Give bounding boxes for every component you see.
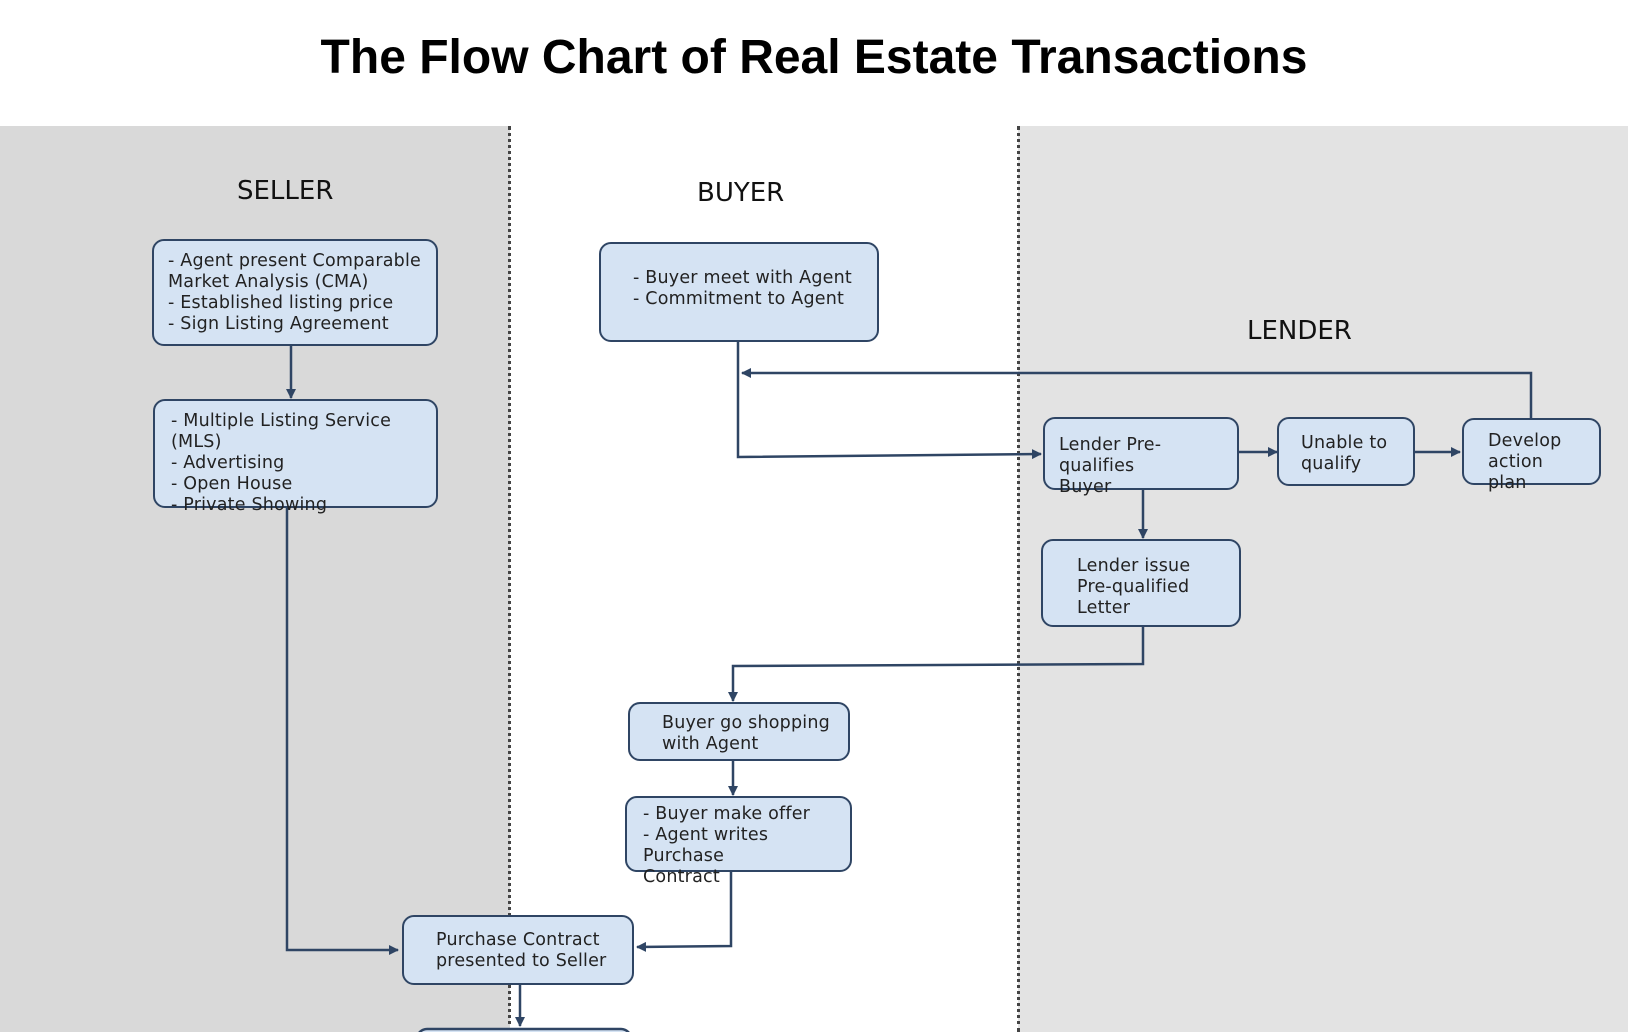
seller-cma-box: - Agent present Comparable Market Analys…	[152, 239, 438, 346]
purchase-contract-box: Purchase Contract presented to Seller	[402, 915, 634, 985]
buyer-lender-divider	[1017, 126, 1020, 1032]
lender-unable-box: Unable to qualify	[1277, 417, 1415, 486]
buyer-lane-label: BUYER	[697, 178, 785, 208]
buyer-shopping-box: Buyer go shopping with Agent	[628, 702, 850, 761]
arrow-plan-to-buyer	[741, 368, 1533, 418]
lender-prequalify-box: Lender Pre-qualifies Buyer	[1043, 417, 1239, 497]
arrow-letter-to-shopping	[728, 627, 1145, 702]
lender-lane-label: LENDER	[1247, 316, 1352, 346]
arrow-meet-to-prequalify	[736, 342, 1042, 460]
buyer-offer-box: - Buyer make offer - Agent writes Purcha…	[625, 796, 852, 887]
lender-letter-box: Lender issue Pre-qualified Letter	[1041, 539, 1241, 627]
arrow-mls-to-contract	[285, 508, 399, 955]
arrow-offer-to-contract	[636, 872, 733, 952]
buyer-meet-box: - Buyer meet with Agent - Commitment to …	[599, 242, 879, 342]
page-title: The Flow Chart of Real Estate Transactio…	[320, 31, 1308, 84]
seller-mls-box: - Multiple Listing Service (MLS) - Adver…	[153, 399, 438, 515]
next-step-box-partial	[418, 1027, 630, 1032]
lender-plan-box: Develop action plan	[1462, 418, 1601, 493]
seller-lane-label: SELLER	[237, 176, 334, 206]
seller-buyer-divider	[508, 126, 511, 1032]
